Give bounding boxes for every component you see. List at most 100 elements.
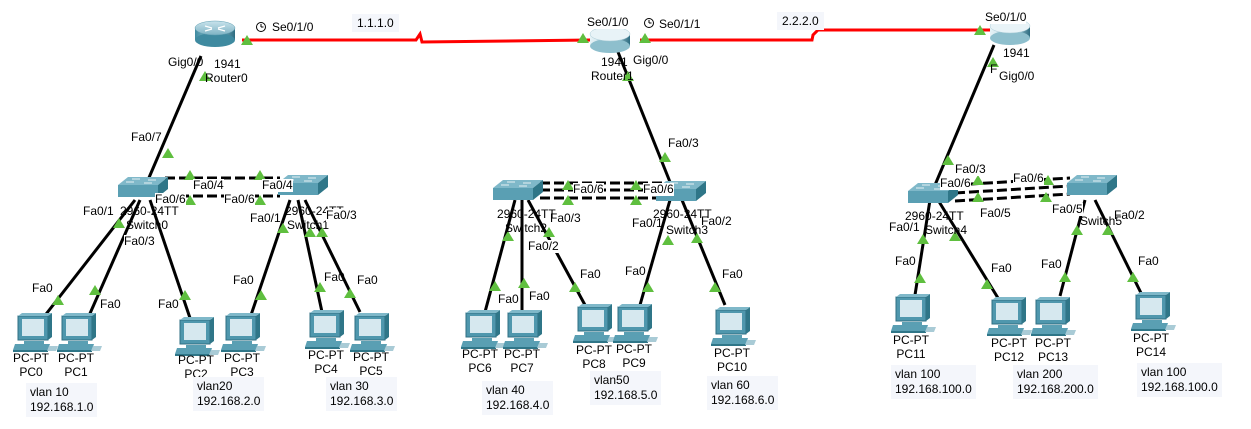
- access-links[interactable]: [41, 199, 1144, 319]
- pc2-type: PC-PT: [178, 353, 214, 367]
- pc10-icon[interactable]: [710, 306, 757, 347]
- pc8-type: PC-PT: [576, 343, 612, 357]
- pc2-icon[interactable]: [174, 316, 221, 357]
- pc11-name: PC11: [896, 347, 926, 361]
- switch4-name: Switch4: [925, 223, 968, 237]
- pc1-name: PC1: [64, 365, 88, 379]
- switch2-model: 2960-24TT: [497, 207, 556, 221]
- note-subnet: 192.168.4.0: [486, 398, 550, 412]
- pc5-name: PC5: [359, 364, 383, 378]
- switch3-model: 2960-24TT: [653, 207, 712, 221]
- switch0-model: 2960-24TT: [120, 204, 179, 218]
- pc14-port-label: Fa0: [1138, 254, 1159, 268]
- sw0-fa4-port-label: Fa0/4: [193, 178, 224, 192]
- pc7-icon[interactable]: [502, 309, 549, 350]
- note-subnet: 192.168.3.0: [330, 394, 394, 408]
- pc13-icon[interactable]: [1030, 296, 1077, 337]
- pc4-icon[interactable]: [304, 309, 351, 350]
- switch5-icon[interactable]: [1066, 174, 1118, 196]
- network-label-2-2-2-0: 2.2.2.0: [777, 12, 824, 30]
- pc5-type: PC-PT: [353, 350, 389, 364]
- pc9-type: PC-PT: [616, 342, 652, 356]
- router0-icon[interactable]: [194, 20, 236, 48]
- sw2-fa3-port-label: Fa0/3: [550, 211, 581, 225]
- pc7-type: PC-PT: [504, 347, 540, 361]
- pc8-icon[interactable]: [572, 303, 619, 344]
- pc8-name: PC8: [582, 357, 606, 371]
- serial-link-r0-r1[interactable]: [242, 30, 591, 44]
- pc3-icon[interactable]: [220, 312, 267, 353]
- sw1-fa4-port-label: Fa0/4: [262, 178, 293, 192]
- pc4-type: PC-PT: [308, 348, 344, 362]
- router0-model: 1941: [214, 57, 241, 71]
- sw1-fa1-port-label: Fa0/1: [250, 211, 281, 225]
- sw0-fa1-port-label: Fa0/1: [83, 204, 114, 218]
- pc6-port-label: Fa0: [498, 292, 519, 306]
- switch5-name: Switch5: [1080, 214, 1123, 228]
- pc11-type: PC-PT: [893, 333, 929, 347]
- pc13-name: PC13: [1037, 350, 1069, 364]
- sw3-fa1-port-label: Fa0/1: [632, 216, 663, 230]
- pc14-type: PC-PT: [1133, 331, 1169, 345]
- switch2-icon[interactable]: [492, 179, 544, 201]
- router1-name: Router1: [591, 69, 634, 83]
- note-subnet: 192.168.100.0: [1141, 380, 1218, 394]
- pc4-port-label: Fa0: [324, 270, 345, 284]
- r2-gig-port-label: Gig0/0: [999, 69, 1035, 83]
- serial-link-r1-r2[interactable]: [640, 28, 990, 42]
- sw0-uplink-port-label: Fa0/7: [131, 130, 162, 144]
- switch3-name: Switch3: [666, 223, 709, 237]
- r2-se-port-label: Se0/1/0: [985, 10, 1027, 24]
- r2-partial-label: F: [990, 62, 998, 76]
- link-r0-sw0[interactable]: [146, 55, 203, 181]
- pc11-icon[interactable]: [890, 293, 937, 334]
- pc5-icon[interactable]: [349, 312, 396, 353]
- pc10-name: PC10: [716, 360, 748, 374]
- pc12-name: PC12: [993, 350, 1025, 364]
- note-subnet: 192.168.200.0: [1017, 382, 1094, 396]
- pc9-icon[interactable]: [612, 303, 659, 344]
- pc12-icon[interactable]: [986, 296, 1033, 337]
- pc3-type: PC-PT: [224, 351, 260, 365]
- sw5-fa6-port-label: Fa0/6: [1013, 171, 1044, 185]
- pc14-icon[interactable]: [1130, 291, 1177, 332]
- pc10-port-label: Fa0: [722, 267, 743, 281]
- pc1-type: PC-PT: [58, 351, 94, 365]
- sw4-fa6-port-label: Fa0/6: [940, 176, 971, 190]
- note-vlan: vlan 100: [1141, 365, 1187, 379]
- router1-icon[interactable]: [589, 26, 631, 54]
- switch4-model: 2960-24TT: [905, 209, 964, 223]
- switch0-name: Switch0: [126, 218, 169, 232]
- pc1-icon[interactable]: [56, 312, 103, 353]
- pc11-port-label: Fa0: [895, 254, 916, 268]
- pc2-port-label: Fa0: [158, 297, 179, 311]
- pc6-icon[interactable]: [460, 309, 507, 350]
- clock-icon: [644, 18, 654, 28]
- note-subnet: 192.168.100.0: [895, 382, 972, 396]
- sw0-fa6-port-label: Fa0/6: [155, 192, 186, 206]
- pc8-port-label: Fa0: [580, 267, 601, 281]
- r1-gig-port-label: Gig0/0: [633, 53, 669, 67]
- sw2-fa6-port-label: Fa0/6: [573, 182, 604, 196]
- network-label-1-1-1-0: 1.1.1.0: [352, 14, 399, 32]
- pc0-icon[interactable]: [12, 312, 59, 353]
